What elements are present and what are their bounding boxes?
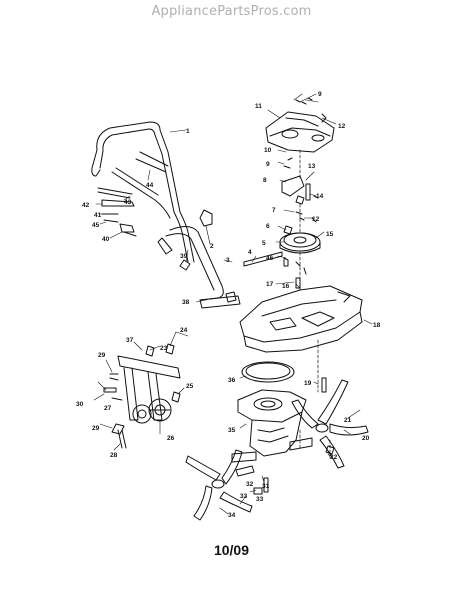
part-label: 43 [124,199,132,206]
part-label: 18 [373,322,381,329]
belt-cover [265,97,335,153]
part-label: 9 [266,161,270,168]
assembly-guide-lines [299,149,331,461]
part-label: 32 [246,481,254,488]
part-label: 8 [263,177,267,184]
transmission [231,389,313,463]
part-label: 23 [160,345,168,352]
part-label: 5 [262,240,266,247]
part-label: 38 [182,299,190,306]
part-label: 30 [76,401,84,408]
part-label: 22 [330,454,338,461]
revision-date: 10/09 [213,542,250,558]
part-label: 34 [228,512,236,519]
part-label: 36 [228,377,236,384]
part-label: 12 [312,216,320,223]
part-label: 33 [240,493,248,500]
part-label: 20 [362,435,370,442]
part-label: 21 [344,417,352,424]
part-label: 11 [255,103,262,110]
part-label: 44 [146,182,154,189]
part-label: 6 [266,223,270,230]
drive-belt [241,361,295,383]
part-label: 17 [266,281,274,288]
wheel-bracket-assembly [103,343,181,449]
part-label: 24 [180,327,188,334]
part-labels: 1 2 3 4 5 6 7 8 9 9 10 11 12 12 13 14 15… [76,91,381,519]
left-tine-assembly [185,449,269,521]
part-label: 26 [167,435,175,442]
part-label: 28 [110,452,118,459]
tie-rod [243,251,283,267]
part-label: 9 [318,91,322,98]
part-label: 13 [308,163,316,170]
part-label: 42 [82,202,90,209]
part-label: 25 [186,383,194,390]
part-label: 31 [262,483,270,490]
part-label: 40 [102,236,110,243]
part-label: 4 [248,249,252,256]
part-label: 35 [228,427,236,434]
part-label: 1 [186,128,190,135]
handle-assembly [91,121,241,309]
part-label: 2 [210,243,214,250]
part-label: 19 [304,380,312,387]
right-tine-assembly [291,377,369,469]
part-label: 12 [338,123,346,130]
part-label: 37 [126,337,134,344]
cable-hardware [97,187,137,237]
watermark-header: AppliancePartsPros.com [151,4,312,19]
part-label: 27 [104,405,112,412]
part-label: 16 [282,283,290,290]
part-label: 45 [92,222,100,229]
part-label: 39 [180,253,188,260]
part-label: 41 [94,212,102,219]
leader-lines [93,93,373,515]
part-label: 29 [98,352,106,359]
part-label: 10 [264,147,272,154]
part-label: 33 [256,496,264,503]
part-label: 15 [326,231,334,238]
part-label: 46 [266,255,274,262]
part-label: 29 [92,425,100,432]
part-label: 3 [226,257,230,264]
part-label: 7 [272,207,276,214]
fender-shield [239,285,363,353]
part-label: 14 [316,193,324,200]
